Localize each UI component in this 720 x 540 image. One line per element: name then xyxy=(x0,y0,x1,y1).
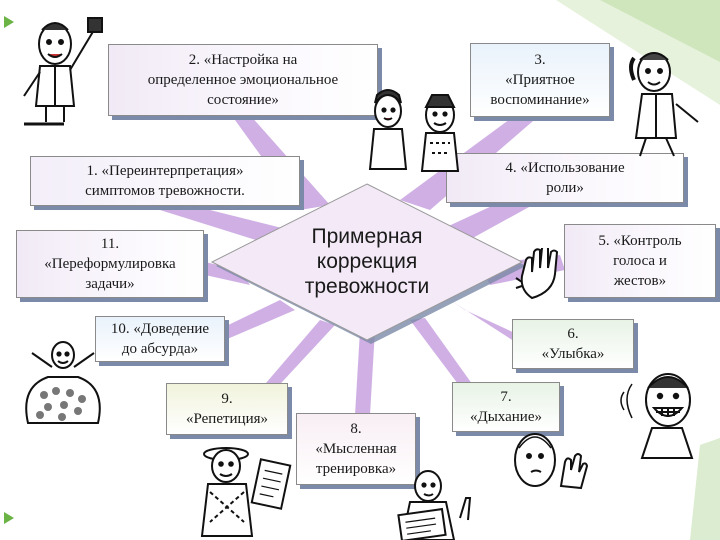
node-6: 6. «Улыбка» xyxy=(512,319,634,369)
connector-n7 xyxy=(410,318,480,400)
node-5: 5. «Контроль голоса и жестов» xyxy=(564,224,716,298)
node-7: 7. «Дыхание» xyxy=(452,382,560,432)
top-right-triangle-inner xyxy=(600,0,720,62)
bottom-right-triangle xyxy=(690,438,720,540)
phone-man-icon xyxy=(629,52,699,157)
node-4: 4. «Использование роли» xyxy=(446,153,684,203)
slide-marker-top xyxy=(4,16,14,28)
newspaper-man-icon xyxy=(200,447,292,537)
thinking-face-icon xyxy=(514,433,589,490)
waving-hand-icon xyxy=(515,248,559,300)
node-11: 11. «Переформулировка задачи» xyxy=(16,230,204,298)
slide-marker-bottom xyxy=(4,512,14,524)
node-2: 2. «Настройка на определенное эмоциональ… xyxy=(108,44,378,116)
center-title: Примерная коррекция тревожности xyxy=(304,225,430,298)
connector-n6 xyxy=(450,300,530,345)
center-diamond xyxy=(210,183,524,341)
grinning-face-icon xyxy=(620,373,694,459)
node-9: 9. «Репетиция» xyxy=(166,383,288,435)
reading-man-icon xyxy=(397,470,472,540)
cheering-man-icon xyxy=(23,17,103,126)
node-8: 8. «Мысленная тренировка» xyxy=(296,413,416,485)
node-10: 10. «Доведение до абсурда» xyxy=(95,316,225,362)
connector-n10 xyxy=(222,300,295,340)
money-bag-icon xyxy=(25,341,101,424)
connector-n8 xyxy=(355,330,375,415)
connector-n11 xyxy=(205,262,250,285)
connector-n9 xyxy=(260,320,335,395)
two-people-icon xyxy=(368,89,460,172)
node-3: 3. «Приятное воспоминание» xyxy=(470,43,610,117)
connector-n1 xyxy=(160,200,290,245)
node-1: 1. «Переинтерпретация» симптомов тревожн… xyxy=(30,156,300,206)
